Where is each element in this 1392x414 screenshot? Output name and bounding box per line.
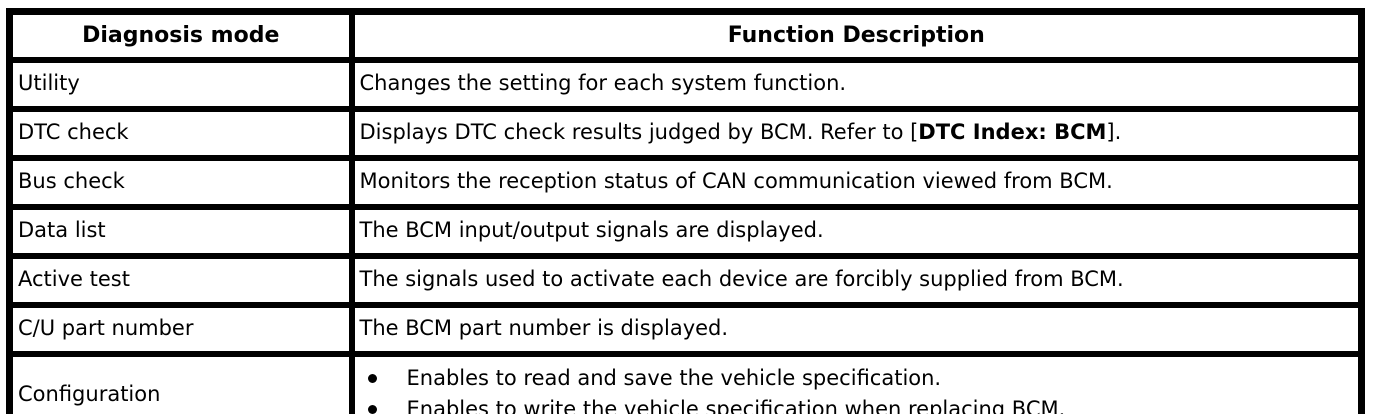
bullet-line: Enables to write the vehicle specificati…	[360, 394, 1353, 414]
bullet-list: Enables to read and save the vehicle spe…	[360, 361, 1353, 414]
diagnosis-mode-cell: Active test	[6, 253, 355, 308]
diagnosis-mode-cell: Bus check	[6, 155, 355, 210]
bullet-icon	[367, 405, 377, 414]
column-header-function-description: Function Description	[348, 8, 1365, 63]
diagnosis-mode-cell: Data list	[6, 204, 355, 259]
description-text: Monitors the reception status of CAN com…	[359, 169, 1113, 194]
function-description-cell: Changes the setting for each system func…	[348, 57, 1365, 112]
description-text: Changes the setting for each system func…	[359, 71, 847, 96]
description-text: The signals used to activate each device…	[359, 267, 1124, 292]
column-header-diagnosis-mode: Diagnosis mode	[6, 8, 355, 63]
description-text: The BCM input/output signals are display…	[359, 218, 824, 243]
function-description-cell: Enables to read and save the vehicle spe…	[348, 351, 1365, 414]
function-description-cell: The BCM input/output signals are display…	[348, 204, 1365, 259]
bullet-icon	[367, 374, 377, 383]
diagnosis-mode-table: Diagnosis mode Function Description Util…	[6, 8, 1365, 414]
diagnosis-mode-cell: Configuration	[6, 351, 355, 414]
bullet-text: Enables to read and save the vehicle spe…	[406, 366, 942, 391]
description-bold-text: DTC Index: BCM	[918, 120, 1107, 145]
bullet-line: Enables to read and save the vehicle spe…	[360, 363, 1353, 394]
diagnosis-mode-cell: Utility	[6, 57, 355, 112]
bullet-text: Enables to write the vehicle specificati…	[406, 397, 1066, 414]
function-description-cell: The BCM part number is displayed.	[348, 302, 1365, 357]
description-text: The BCM part number is displayed.	[359, 316, 729, 341]
function-description-cell: Monitors the reception status of CAN com…	[348, 155, 1365, 210]
function-description-cell: Displays DTC check results judged by BCM…	[348, 106, 1365, 161]
table-row: Configuration Enables to read and save th…	[6, 351, 1365, 414]
table-header-row: Diagnosis mode Function Description	[6, 8, 1365, 63]
description-text: ].	[1106, 120, 1122, 145]
description-text: Displays DTC check results judged by BCM…	[359, 120, 919, 145]
diagnosis-mode-cell: DTC check	[6, 106, 355, 161]
function-description-cell: The signals used to activate each device…	[348, 253, 1365, 308]
diagnosis-mode-cell: C/U part number	[6, 302, 355, 357]
